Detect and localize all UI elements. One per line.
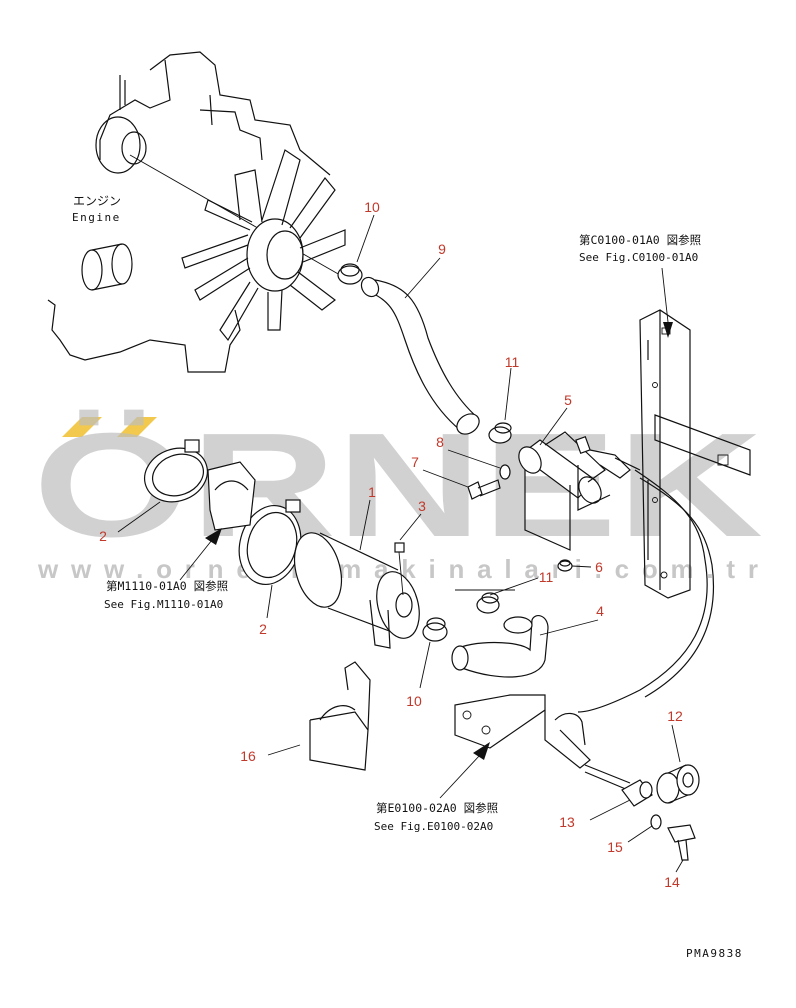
callout-3: 3 (418, 498, 426, 514)
engine-label-jp: エンジン (73, 194, 121, 208)
bolt-14 (667, 824, 696, 861)
arrow-e0100 (473, 742, 490, 760)
callout-5: 5 (564, 392, 572, 408)
watermark-accent-left (62, 417, 102, 437)
arrow-c0100 (663, 322, 673, 338)
clamp-11-upper (488, 422, 512, 444)
watermark-accent-right (117, 417, 157, 437)
callout-9: 9 (438, 241, 446, 257)
drawing-code: PMA9838 (686, 947, 743, 960)
air-cleaner-1 (293, 532, 420, 649)
cooling-fan (181, 149, 346, 342)
saddle-bracket-16 (309, 661, 371, 771)
elbow-hose-4 (451, 614, 549, 678)
callout-15: 15 (607, 839, 623, 855)
callout-12: 12 (667, 708, 683, 724)
bolt-3 (394, 542, 405, 596)
callout-13: 13 (559, 814, 575, 830)
callout-11-lower: 11 (539, 569, 554, 585)
engine (47, 51, 341, 373)
callout-7: 7 (411, 454, 419, 470)
callout-11-upper: 11 (505, 354, 520, 370)
callout-numbers: 10 9 11 5 8 7 1 3 2 6 11 4 2 10 12 16 13… (99, 199, 683, 890)
clamp-2-right (238, 499, 302, 586)
callout-14: 14 (664, 874, 680, 890)
sensor-connector (575, 435, 641, 479)
callout-4: 4 (596, 603, 604, 619)
saddle-bracket-upper (207, 461, 256, 531)
bottom-bracket (454, 694, 591, 769)
sensor-13 (584, 764, 653, 807)
ref-e0100-jp: 第E0100-02A0 図参照 (376, 801, 498, 815)
ref-c0100-en: See Fig.C0100-01A0 (579, 251, 698, 264)
washer-15 (650, 814, 662, 830)
leader-lines (117, 214, 684, 873)
hose-9 (337, 263, 480, 435)
arrow-m1110 (205, 528, 222, 545)
callout-16: 16 (240, 748, 256, 764)
reference-arrows (179, 267, 673, 799)
callout-10-upper: 10 (364, 199, 380, 215)
callout-2-left: 2 (99, 528, 107, 544)
callout-10-lower: 10 (406, 693, 422, 709)
ref-c0100-jp: 第C0100-01A0 図参照 (579, 233, 701, 247)
clamp-2-left (144, 439, 208, 503)
washer-8 (499, 464, 511, 480)
callout-1: 1 (368, 484, 376, 500)
engine-label-en: Engine (72, 211, 121, 224)
pipe-5 (518, 431, 611, 551)
nut-6 (557, 559, 573, 572)
watermark: ÖRNEK www.ornekismakinalari.com.tr (33, 403, 763, 584)
ref-m1110-jp: 第M1110-01A0 図参照 (106, 579, 228, 593)
ref-m1110-en: See Fig.M1110-01A0 (104, 598, 223, 611)
callout-8: 8 (436, 434, 444, 450)
callout-2-right: 2 (259, 621, 267, 637)
callout-6: 6 (595, 559, 603, 575)
bolt-7 (467, 479, 501, 500)
ref-e0100-en: See Fig.E0100-02A0 (374, 820, 493, 833)
clamp-11-lower (455, 589, 515, 614)
part-12-cylinder (656, 764, 700, 804)
clamp-10-lower (422, 617, 448, 642)
radiator-frame (639, 309, 751, 599)
